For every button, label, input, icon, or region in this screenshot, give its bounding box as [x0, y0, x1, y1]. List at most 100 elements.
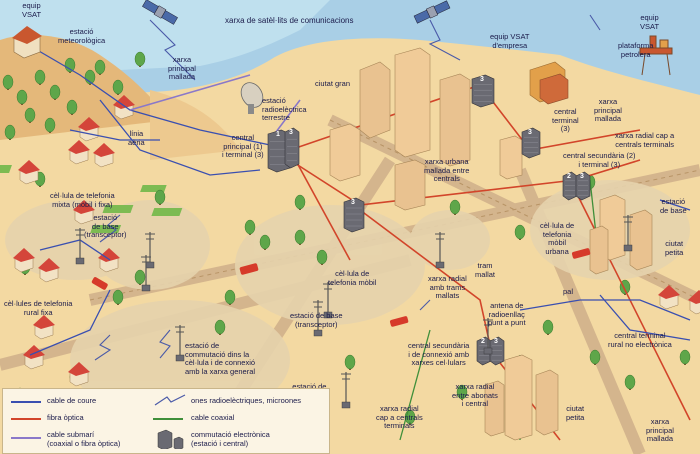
label-secondary-cellular: central secundària i de connexió amb xar… — [408, 341, 470, 367]
label-radial-mesh: xarxa radial amb trams mallats — [428, 274, 467, 300]
label-vsat-company: equip VSAT d'empresa — [490, 32, 530, 50]
antenna-mast — [623, 215, 633, 252]
label-base-station-center: estació de base (transceptor) — [290, 311, 343, 329]
tree — [2, 74, 14, 90]
label-meteo: estació meteorològica — [58, 27, 106, 45]
tree — [24, 107, 36, 123]
label-switching-station: estació de commutació dins la cèl·lula i… — [185, 341, 256, 376]
tree — [214, 319, 226, 335]
tree — [4, 124, 16, 140]
label-urban-mesh: xarxa urbana mallada entre centrals — [424, 157, 470, 183]
legend-swatch-switching — [157, 429, 184, 449]
house — [93, 143, 115, 168]
label-base-station-transceptor: estació de base (transceptor) — [84, 213, 127, 239]
house — [68, 140, 90, 165]
exchange-building — [267, 129, 291, 173]
exchange-building — [471, 74, 495, 108]
building-number: 3 — [580, 173, 584, 180]
label-vsat-left: equip VSAT — [22, 1, 42, 19]
house — [23, 345, 45, 370]
antenna-mast — [175, 325, 185, 362]
label-radiolink-antenna: antena de radioenllaç punt a punt — [488, 301, 526, 327]
tree — [64, 57, 76, 73]
antenna-mast — [313, 300, 323, 337]
legend-swatch-submarine — [11, 437, 41, 439]
tree — [112, 289, 124, 305]
building-number: 3 — [289, 129, 293, 136]
antenna-masts — [75, 215, 633, 409]
legend-swatch-copper — [11, 401, 41, 403]
tree — [679, 349, 691, 365]
tree — [134, 269, 146, 285]
exchange-building — [521, 127, 541, 159]
house — [98, 248, 120, 273]
label-pole: pal — [563, 287, 574, 296]
label-mixed-cell: cèl·lula de telefonia mixta (mòbil i fix… — [50, 191, 115, 209]
legend-radio: ones radioelèctriques, microones — [191, 396, 302, 405]
cars — [91, 248, 591, 327]
house — [78, 117, 100, 142]
tree — [34, 69, 46, 85]
building-number: 3 — [494, 338, 498, 345]
label-radial-subscribers: xarxa radial entre abonats i central — [452, 382, 498, 408]
big-city-buildings — [329, 47, 523, 211]
tree — [66, 99, 78, 115]
label-vsat-right: equip VSAT — [640, 13, 660, 31]
legend-swatch-fiber — [11, 418, 41, 420]
legend-swatch-radio — [154, 394, 186, 406]
antenna-mast — [435, 232, 445, 269]
label-central-principal: central principal (1) i terminal (3) — [222, 133, 264, 159]
tree — [456, 384, 468, 400]
legend-swatch-coax — [153, 418, 183, 420]
label-central-secondary: central secundària (2) i terminal (3) — [563, 151, 636, 169]
building-number: 1 — [276, 131, 280, 138]
exchange-building — [575, 171, 591, 201]
radio-waves — [94, 14, 601, 361]
building-number: 2 — [567, 173, 571, 180]
label-big-city: ciutat gran — [315, 79, 351, 88]
tree — [259, 234, 271, 250]
radio-dish — [240, 82, 264, 114]
tree — [294, 194, 306, 210]
label-radial-to-terminal: xarxa radial cap a centrals terminals — [615, 131, 675, 149]
antenna-mast — [141, 255, 151, 292]
vsat-company-building — [529, 61, 569, 105]
tree — [316, 249, 328, 265]
exchange-building — [562, 171, 578, 201]
satellite-right — [413, 0, 451, 24]
legend: cable de coure ones radioelèctriques, mi… — [2, 388, 330, 454]
legend-copper: cable de coure — [47, 396, 97, 405]
small-city-top-buildings — [589, 194, 653, 275]
tree — [16, 89, 28, 105]
building-number: 3 — [351, 199, 355, 206]
tree — [134, 51, 146, 67]
label-radial-terminal-bottom: xarxa radial cap a centrals terminals — [376, 404, 423, 430]
antenna-mast — [323, 282, 333, 319]
exchange-building — [489, 336, 505, 366]
tree — [344, 354, 356, 370]
label-mesh-main-left: xarxa principal mallada — [168, 55, 196, 81]
house — [38, 258, 60, 283]
tree — [44, 117, 56, 133]
house — [13, 248, 35, 273]
label-rural-terminal: central terminal rural no electrònica — [608, 331, 672, 349]
legend-fiber: fibra òptica — [47, 413, 84, 422]
building-number: 2 — [481, 338, 485, 345]
legend-submarine: cable submarí (coaxial o fibra òptica) — [47, 430, 121, 448]
antenna-mast — [483, 318, 493, 355]
label-mesh-main-bottom: xarxa principal mallada — [646, 417, 674, 443]
house — [33, 315, 55, 340]
house — [68, 362, 90, 387]
tree — [49, 84, 61, 100]
label-small-city-top: ciutat petita — [665, 239, 684, 257]
house — [73, 200, 95, 225]
meteo-station-building — [12, 26, 42, 59]
label-aerial-line: línia aèria — [128, 129, 145, 147]
label-small-city-bottom: ciutat petita — [566, 404, 585, 422]
exchange-building — [343, 197, 365, 233]
building-number: 3 — [480, 76, 484, 83]
oil-platform — [639, 35, 673, 76]
tree — [542, 319, 554, 335]
label-rural-fixed-cell: cèl·lules de telefonia rural fixa — [4, 299, 73, 317]
